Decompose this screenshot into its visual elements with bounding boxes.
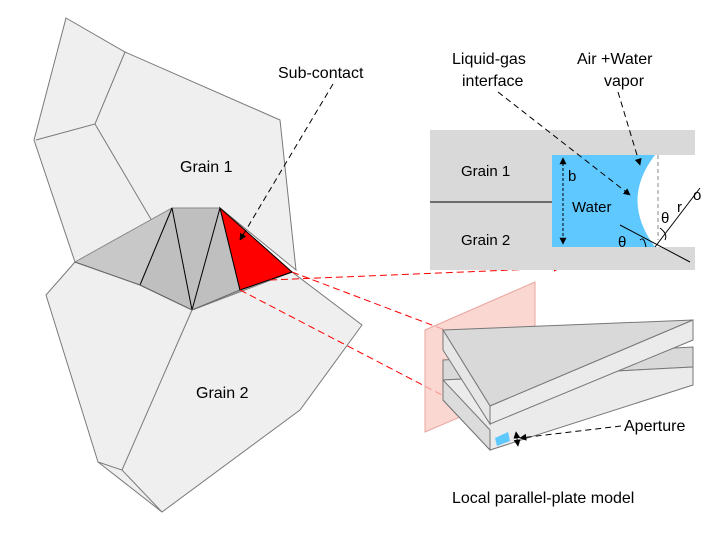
inset-grain1-label: Grain 1 bbox=[461, 163, 510, 180]
o-label: o bbox=[693, 187, 701, 204]
parallel-plate-model bbox=[442, 319, 694, 452]
sub-contact-label: Sub-contact bbox=[278, 65, 364, 82]
aperture-label: Aperture bbox=[624, 418, 685, 435]
water-label: Water bbox=[572, 199, 611, 216]
aperture-inset bbox=[430, 130, 701, 270]
grain1-label: Grain 1 bbox=[180, 159, 233, 176]
water-region bbox=[552, 155, 655, 247]
sub-contact bbox=[219, 206, 293, 291]
aperture-leader bbox=[519, 425, 622, 441]
b-label: b bbox=[568, 168, 576, 185]
theta-bottom-label: θ bbox=[618, 234, 626, 251]
air-vapor-leader bbox=[617, 91, 642, 166]
air-vapor-label-line2: vapor bbox=[604, 73, 645, 90]
grain2-label: Grain 2 bbox=[196, 385, 249, 402]
liquid-gas-label-line1: Liquid-gas bbox=[452, 51, 526, 68]
liquid-gas-label-line2: interface bbox=[462, 73, 523, 90]
zoom-leader-top bbox=[291, 271, 446, 331]
model-caption: Local parallel-plate model bbox=[452, 490, 634, 507]
inset-grain2-label: Grain 2 bbox=[461, 232, 510, 249]
liquid-gas-leader bbox=[497, 91, 631, 196]
sub-contact-leader bbox=[239, 83, 334, 241]
aperture-tick bbox=[513, 431, 521, 447]
theta-top-label: θ bbox=[661, 210, 669, 227]
r-label: r bbox=[677, 199, 682, 216]
air-vapor-label-line1: Air +Water bbox=[577, 51, 653, 68]
aperture-water bbox=[495, 432, 510, 446]
zoom-leader-inset bbox=[269, 264, 561, 281]
